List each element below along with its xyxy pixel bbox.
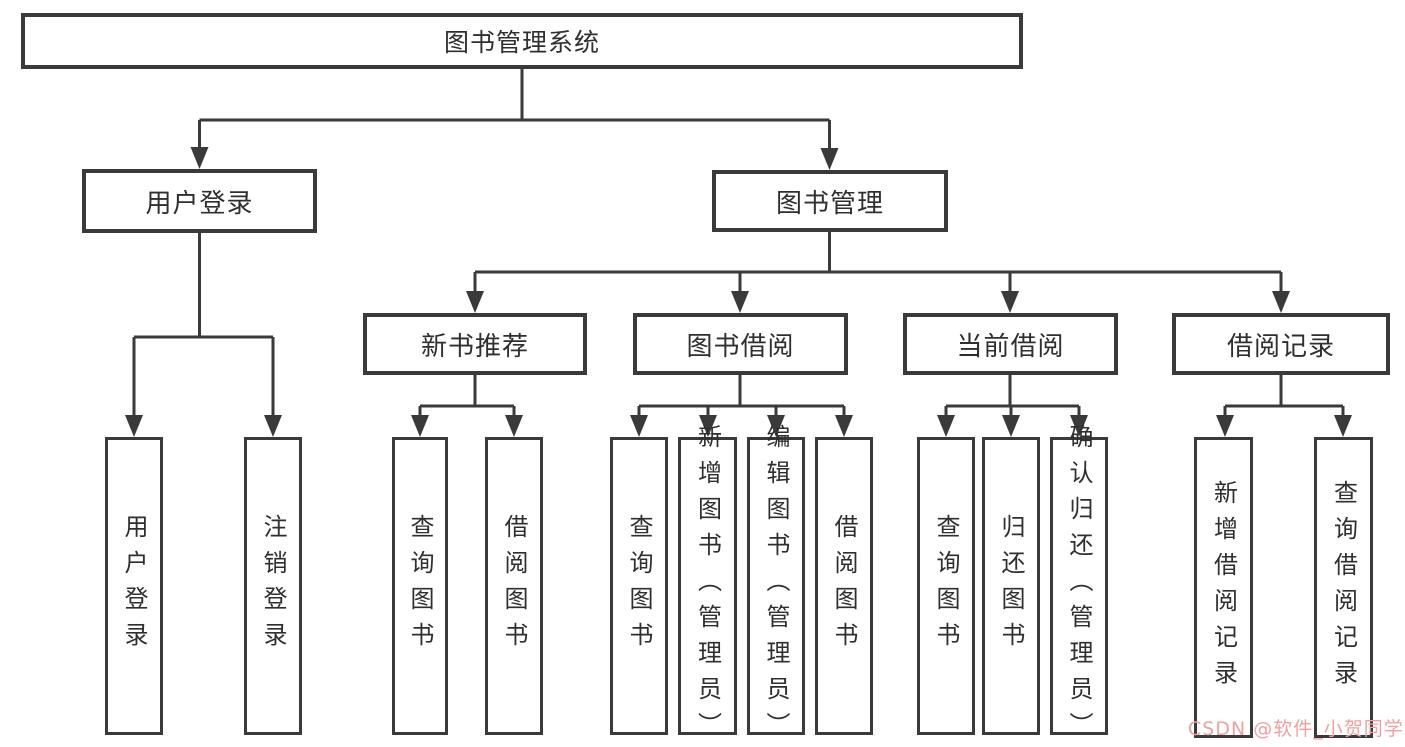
leaf-label: 注销登录 — [259, 514, 287, 658]
leaf-label: 归还图书 — [997, 514, 1025, 658]
node-library-management-system: 图书管理系统 — [21, 13, 1023, 69]
leaf-add-borrow-record: 新增借阅记录 — [1194, 437, 1253, 738]
leaf-label: 新增图书（管理员） — [693, 424, 722, 747]
leaf-label: 查询借阅记录 — [1329, 479, 1358, 696]
arrowheads — [125, 147, 1352, 437]
node-book-borrowing: 图书借阅 — [633, 313, 848, 375]
node-borrowing-records: 借阅记录 — [1172, 313, 1390, 375]
leaf-borrow-books: 借阅图书 — [815, 437, 873, 735]
node-new-book-recommendation: 新书推荐 — [363, 313, 587, 375]
leaf-label: 新增借阅记录 — [1209, 479, 1238, 696]
leaf-logout: 注销登录 — [244, 437, 302, 735]
leaf-label: 编辑图书（管理员） — [762, 424, 790, 747]
leaf-label: 查询图书 — [406, 514, 434, 658]
csdn-watermark: CSDN @软件_小贺同学 — [1188, 718, 1404, 740]
leaf-label: 用户登录 — [120, 514, 148, 658]
node-current-borrowing: 当前借阅 — [903, 313, 1118, 375]
leaf-label: 借阅图书 — [830, 514, 858, 658]
leaf-query-borrow-record: 查询借阅记录 — [1314, 437, 1373, 738]
leaf-label: 确认归还（管理员） — [1065, 424, 1093, 747]
leaf-return-books: 归还图书 — [982, 437, 1040, 735]
leaf-label: 借阅图书 — [500, 514, 528, 658]
node-book-management: 图书管理 — [712, 170, 948, 232]
leaf-borrow-books: 借阅图书 — [485, 437, 543, 735]
leaf-edit-books-admin: 编辑图书（管理员） — [747, 424, 805, 747]
leaf-label: 查询图书 — [932, 514, 960, 658]
leaf-user-login: 用户登录 — [105, 437, 163, 735]
leaf-query-books: 查询图书 — [917, 437, 975, 735]
leaf-query-books: 查询图书 — [392, 437, 448, 735]
node-user-login: 用户登录 — [82, 169, 317, 233]
leaf-add-books-admin: 新增图书（管理员） — [678, 424, 737, 747]
leaf-confirm-return-admin: 确认归还（管理员） — [1050, 424, 1108, 747]
leaf-query-books: 查询图书 — [610, 437, 668, 735]
leaf-label: 查询图书 — [625, 514, 653, 658]
